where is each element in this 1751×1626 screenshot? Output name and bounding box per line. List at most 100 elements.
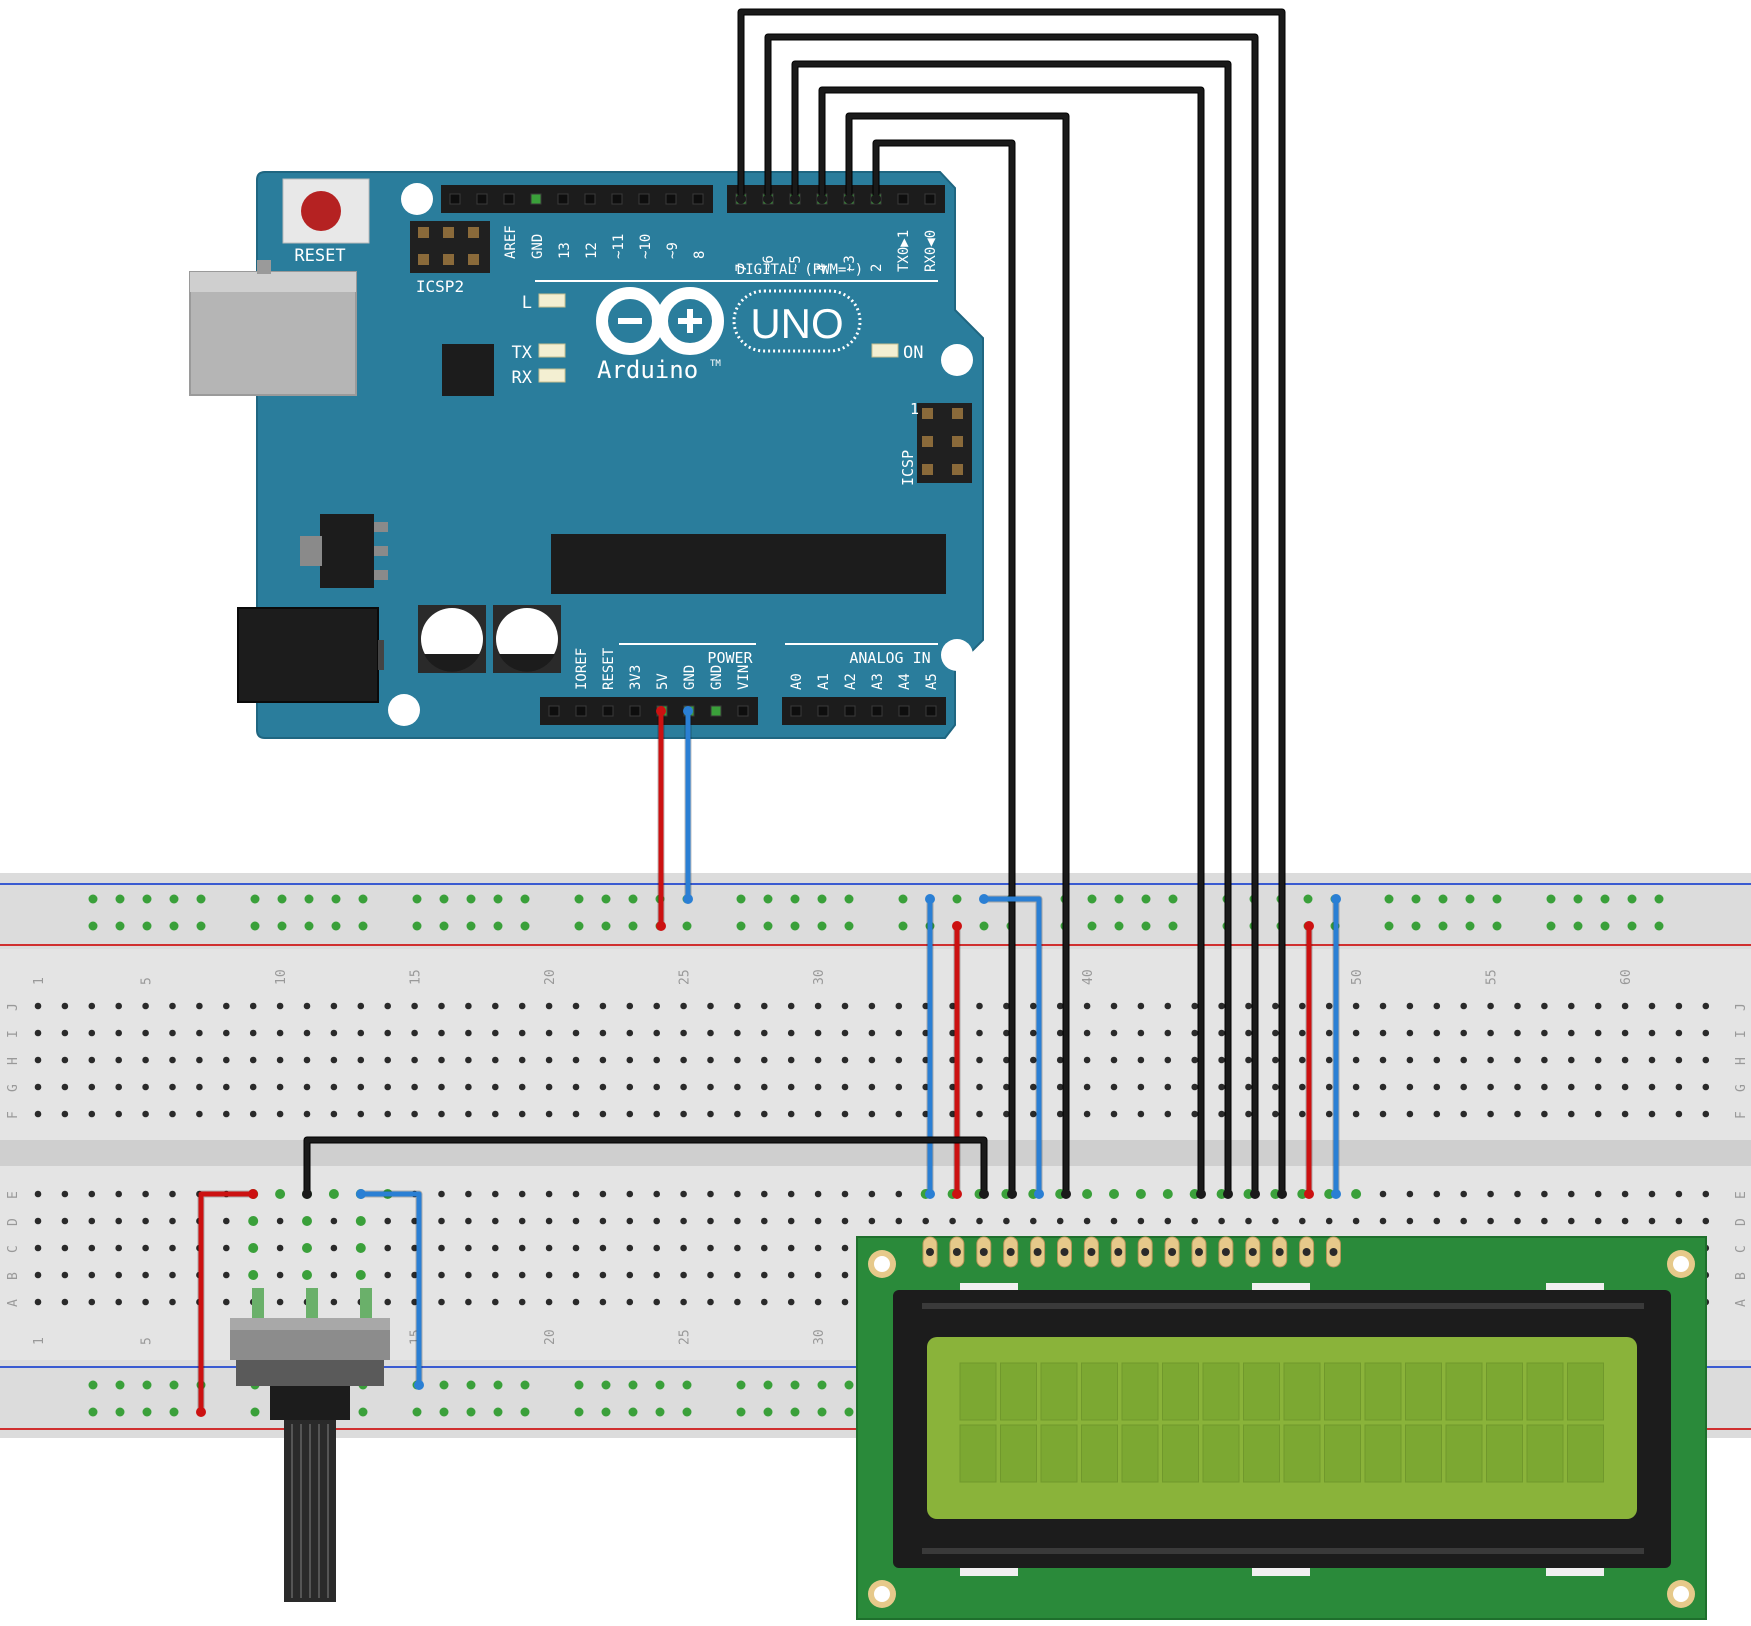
breadboard-hole <box>1568 1002 1575 1010</box>
breadboard-hole <box>841 1056 849 1064</box>
lcd-cell <box>1202 1424 1240 1483</box>
breadboard-hole <box>1406 1217 1414 1225</box>
breadboard-hole <box>1135 1189 1146 1199</box>
breadboard-hole <box>142 1083 149 1091</box>
breadboard-hole <box>1675 1002 1683 1010</box>
breadboard-hole <box>248 1216 259 1226</box>
rail-hole <box>1114 921 1124 931</box>
column-number: 25 <box>678 1329 693 1345</box>
breadboard-hole <box>734 1217 741 1225</box>
rail-hole <box>1546 894 1556 904</box>
rail-hole <box>169 1380 179 1390</box>
column-number: 25 <box>678 969 693 985</box>
breadboard-hole <box>1056 1083 1064 1091</box>
breadboard-hole <box>572 1217 580 1225</box>
breadboard-hole <box>1541 1056 1548 1064</box>
breadboard-hole <box>895 1002 903 1010</box>
breadboard-hole <box>411 1217 418 1225</box>
rail-hole <box>817 921 827 931</box>
lcd-cell <box>1364 1424 1402 1483</box>
breadboard-hole <box>599 1217 607 1225</box>
lcd-cell <box>1405 1424 1442 1483</box>
breadboard-hole <box>115 1271 122 1279</box>
breadboard-hole <box>707 1190 714 1198</box>
breadboard-hole <box>384 1110 392 1118</box>
breadboard-hole <box>1137 1217 1145 1225</box>
reset-button-cap[interactable] <box>301 191 341 231</box>
breadboard-hole <box>1299 1056 1306 1064</box>
rail-hole <box>1465 894 1475 904</box>
rail-hole <box>304 894 314 904</box>
breadboard-hole <box>411 1056 418 1064</box>
lcd-16x2-module <box>856 1236 1707 1620</box>
breadboard-hole <box>1675 1083 1683 1091</box>
rail-hole <box>898 894 908 904</box>
breadboard-hole <box>1083 1029 1091 1037</box>
breadboard-hole <box>115 1244 122 1252</box>
breadboard-hole <box>949 1002 956 1010</box>
breadboard-hole <box>1164 1110 1172 1118</box>
rail-hole <box>466 894 476 904</box>
pin-label: 12 <box>584 242 600 259</box>
breadboard-hole <box>814 1217 822 1225</box>
breadboard-hole <box>572 1110 580 1118</box>
breadboard-hole <box>787 1002 795 1010</box>
breadboard-hole <box>734 1298 741 1306</box>
breadboard-hole <box>626 1110 634 1118</box>
breadboard-hole <box>223 1056 230 1064</box>
breadboard-hole <box>492 1110 499 1118</box>
breadboard-hole <box>599 1271 607 1279</box>
breadboard-hole <box>302 1270 312 1280</box>
breadboard-hole <box>734 1271 741 1279</box>
breadboard-hole <box>1030 1002 1037 1010</box>
breadboard-hole <box>1702 1056 1710 1064</box>
row-letter: C <box>1734 1245 1749 1253</box>
header-pin <box>692 193 704 205</box>
breadboard-hole <box>1487 1002 1494 1010</box>
breadboard-hole <box>653 1190 660 1198</box>
breadboard-hole <box>248 1243 259 1253</box>
breadboard-hole <box>814 1244 822 1252</box>
lcd-cell <box>1445 1362 1483 1421</box>
row-letter: B <box>6 1272 21 1280</box>
breadboard-hole <box>814 1298 822 1306</box>
breadboard-hole <box>492 1271 499 1279</box>
rail-hole <box>493 921 503 931</box>
breadboard-hole <box>734 1110 741 1118</box>
breadboard-hole <box>572 1002 580 1010</box>
column-number: 15 <box>409 969 424 985</box>
breadboard-hole <box>761 1083 768 1091</box>
breadboard-hole <box>1675 1190 1683 1198</box>
breadboard-hole <box>707 1271 714 1279</box>
breadboard-hole <box>1299 1083 1306 1091</box>
rail-hole <box>763 1407 773 1417</box>
wire-pot-vcc-core <box>198 1191 253 1412</box>
rail-hole <box>844 921 854 931</box>
pin-label: 3V3 <box>628 665 644 690</box>
pin-label: 5V <box>655 673 671 690</box>
breadboard-hole <box>1003 1002 1010 1010</box>
digital-label: DIGITAL (PWM=~) <box>737 262 863 278</box>
breadboard-hole <box>814 1271 822 1279</box>
breadboard-hole <box>895 1056 903 1064</box>
breadboard-hole <box>922 1083 929 1091</box>
breadboard-hole <box>492 1056 499 1064</box>
lcd-cell <box>1000 1424 1037 1483</box>
breadboard-hole <box>223 1110 230 1118</box>
breadboard-hole <box>1406 1083 1414 1091</box>
wire-d5-core <box>792 61 1231 1194</box>
breadboard-hole <box>88 1190 96 1198</box>
breadboard-hole <box>1352 1217 1360 1225</box>
breadboard-hole <box>841 1217 849 1225</box>
breadboard-hole <box>1621 1083 1629 1091</box>
row-letter: C <box>6 1245 21 1253</box>
rail-hole <box>196 894 206 904</box>
breadboard-hole <box>492 1029 499 1037</box>
breadboard-hole <box>1030 1029 1037 1037</box>
rail-hole <box>142 1407 152 1417</box>
breadboard-hole <box>626 1217 634 1225</box>
breadboard-hole <box>1514 1110 1521 1118</box>
rail-hole <box>88 1407 98 1417</box>
breadboard-hole <box>249 1029 257 1037</box>
breadboard-hole <box>303 1110 311 1118</box>
